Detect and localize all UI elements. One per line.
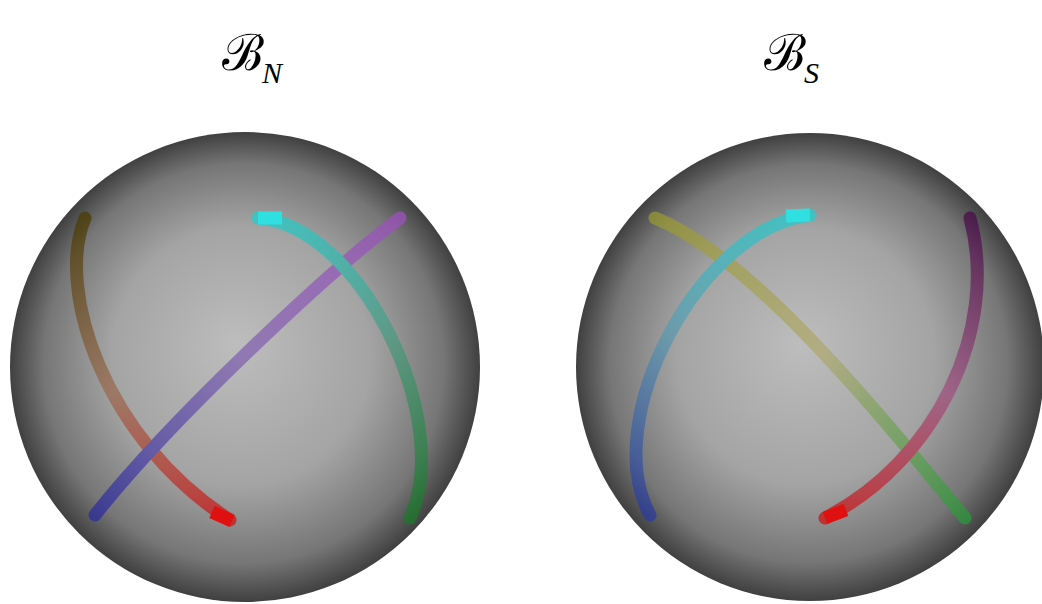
braid-strand [636, 215, 810, 515]
braid-strand [655, 218, 965, 518]
braid-strand [258, 218, 421, 518]
braid-strand [95, 218, 400, 515]
math-symbol: ℬ [764, 28, 806, 78]
sphere [10, 132, 480, 602]
strand-end [786, 215, 810, 216]
braid-strand [77, 218, 230, 520]
math-subscript: N [262, 58, 282, 88]
sphere [576, 133, 1042, 601]
math-subscript: S [804, 58, 819, 88]
strand-end [212, 512, 232, 521]
strand-end [258, 212, 282, 225]
strand-end [825, 510, 846, 518]
math-symbol: ℬ [222, 28, 264, 78]
braid-strand [825, 218, 977, 518]
